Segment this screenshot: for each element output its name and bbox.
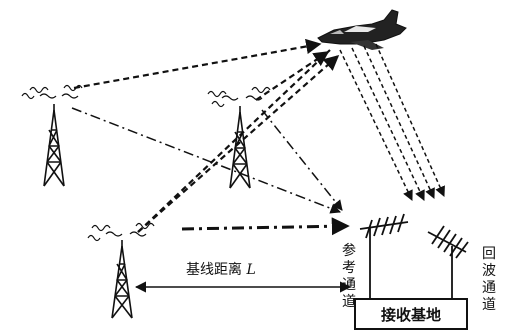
baseline-text: 基线距离 xyxy=(186,262,242,278)
transmitter-tower-1 xyxy=(43,104,65,187)
signal-waves-3 xyxy=(87,222,155,242)
receiving-station-label: 接收基地 xyxy=(380,305,441,324)
reference-path-main xyxy=(181,217,350,236)
baseline-symbol: L xyxy=(246,262,256,278)
baseline-distance-label: 基线距离 L xyxy=(186,262,256,279)
transmitter-tower-2 xyxy=(229,106,251,189)
direct-paths-to-aircraft xyxy=(73,38,340,233)
reference-antenna xyxy=(359,213,409,298)
reference-paths xyxy=(71,107,343,214)
echo-antenna xyxy=(427,225,469,298)
reference-channel-label: 参考通道 xyxy=(342,243,356,310)
echo-channel-label: 回波通道 xyxy=(482,246,496,313)
signal-waves-2 xyxy=(207,86,271,108)
echo-paths xyxy=(339,43,445,201)
signal-waves-1 xyxy=(21,84,83,100)
aircraft-icon xyxy=(317,9,407,50)
receiving-station-box: 接收基地 xyxy=(354,298,468,330)
transmitter-tower-3 xyxy=(111,240,133,319)
